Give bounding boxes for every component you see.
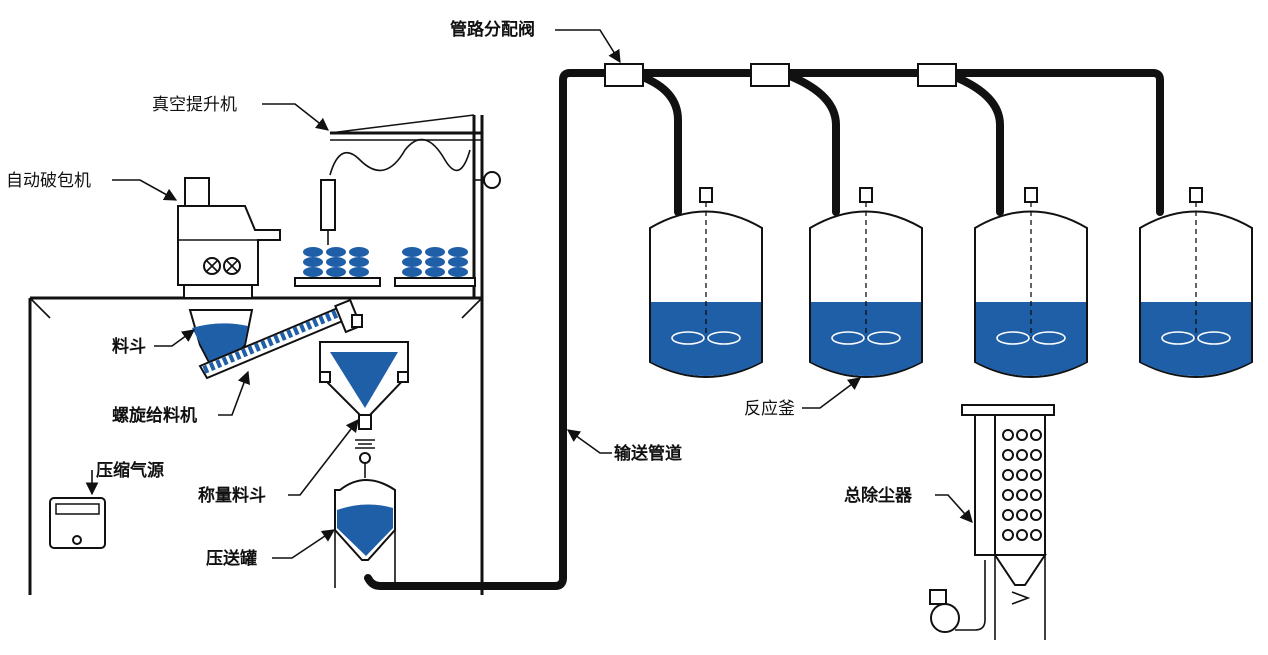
branch-pipe-3 <box>949 72 1004 216</box>
bag-pallet-left <box>294 247 381 287</box>
leader-hopper <box>154 329 196 347</box>
valve-1 <box>604 63 644 87</box>
leader-screw-feeder <box>218 370 250 416</box>
leader-pressure-tank <box>272 529 336 559</box>
label-pipeline-valve: 管路分配阀 <box>450 19 535 40</box>
weighing-hopper <box>319 341 409 449</box>
pressure-tank <box>334 452 396 588</box>
label-conveying-pipe: 输送管道 <box>614 443 682 464</box>
leader-bag-breaker <box>112 179 178 201</box>
screw-feeder <box>198 298 363 380</box>
leader-dust-collector <box>935 494 973 523</box>
leader-reactor <box>802 377 862 409</box>
label-vacuum-lifter: 真空提升机 <box>152 95 237 115</box>
valve-3 <box>917 63 957 87</box>
reactor-2 <box>809 187 923 378</box>
label-weighing-hopper: 称量料斗 <box>198 485 266 506</box>
bag-pallet-right <box>394 247 476 287</box>
valve-2 <box>750 63 790 87</box>
branch-pipe-1 <box>636 72 682 216</box>
label-screw-feeder: 螺旋给料机 <box>112 405 197 426</box>
label-reactor: 反应釜 <box>744 399 795 419</box>
reactor-1 <box>649 187 763 378</box>
leader-vacuum-lifter <box>262 103 330 131</box>
reactor-4 <box>1139 187 1253 378</box>
vacuum-lifter <box>320 114 501 298</box>
label-compressed-air: 压缩气源 <box>96 460 164 481</box>
leader-pipeline-valve <box>555 29 621 64</box>
label-auto-bag-breaker: 自动破包机 <box>6 171 91 191</box>
auto-bag-breaker <box>177 177 281 299</box>
reactor-3 <box>974 187 1088 378</box>
label-hopper: 料斗 <box>112 336 146 357</box>
label-dust-collector: 总除尘器 <box>844 485 913 506</box>
fan-icon <box>930 603 960 633</box>
label-pressure-tank: 压送罐 <box>206 548 257 569</box>
conveying-pipe <box>364 69 1164 590</box>
platform-frame <box>28 296 484 595</box>
dust-collector <box>929 404 1055 640</box>
hopper <box>188 309 254 369</box>
leader-weighing-hopper <box>288 418 359 496</box>
compressed-air-source <box>49 497 106 549</box>
leader-conveying-pipe <box>566 429 612 454</box>
branch-pipe-2 <box>786 72 840 216</box>
